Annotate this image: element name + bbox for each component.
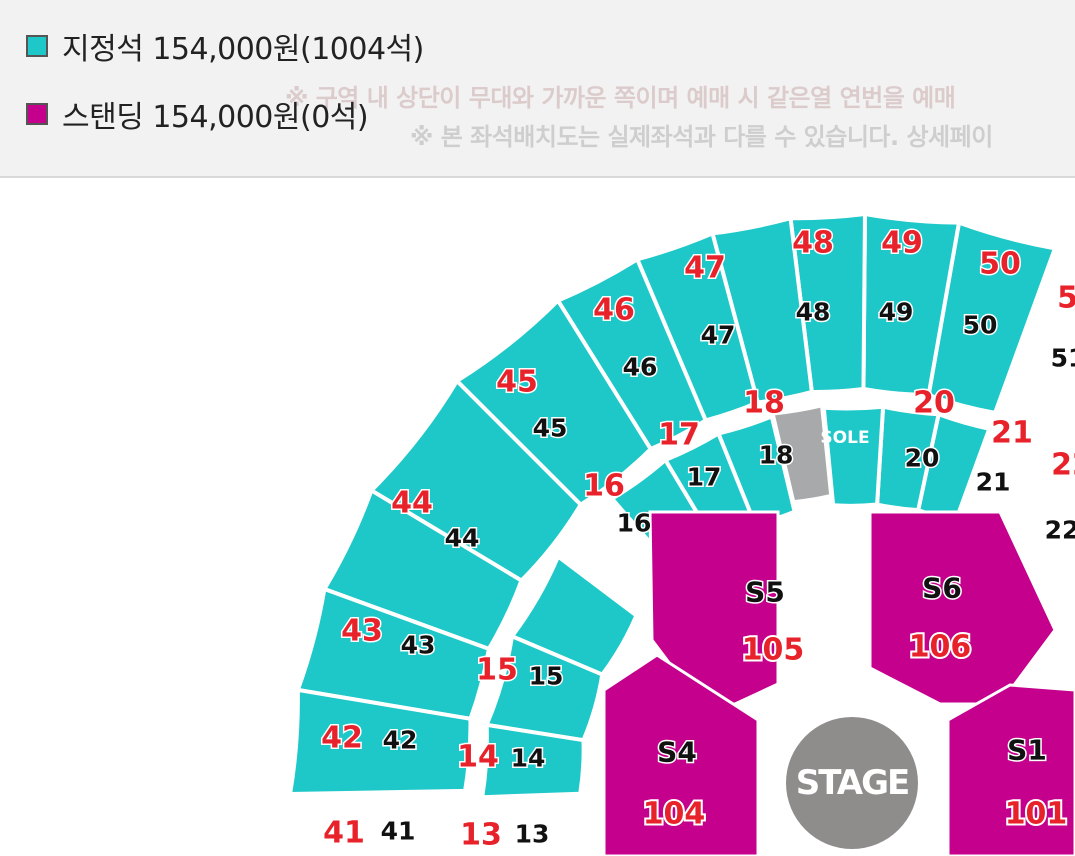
inner-section-label-14: 14 xyxy=(511,744,546,773)
inner-section-code-14: 14 xyxy=(457,740,499,775)
outer-section-label-43: 43 xyxy=(401,631,436,660)
outer-section-code-49: 49 xyxy=(881,226,923,261)
outer-section-label-47: 47 xyxy=(701,321,736,350)
outer-section-label-46: 46 xyxy=(623,353,658,382)
outer-section-label-41: 41 xyxy=(381,817,416,846)
inner-section-label-16: 16 xyxy=(617,509,652,538)
standing-name-s4: S4 xyxy=(657,736,697,769)
inner-section-code-22: 22 xyxy=(1051,448,1075,483)
standing-name-s1: S1 xyxy=(1007,734,1047,767)
legend-item-reserved[interactable]: 지정석 154,000원(1004석) xyxy=(26,24,424,68)
outer-section-label-44: 44 xyxy=(445,524,480,553)
outer-section-code-50: 50 xyxy=(979,247,1021,282)
standing-s1[interactable] xyxy=(946,683,1075,856)
inner-section-code-13: 13 xyxy=(460,818,502,853)
legend-reserved-label: 지정석 154,000원(1004석) xyxy=(62,32,424,67)
inner-section-label-20: 20 xyxy=(905,444,940,473)
inner-section-13[interactable] xyxy=(479,722,586,800)
standing-code-s5: 105 xyxy=(742,633,805,668)
standing-s6[interactable] xyxy=(868,510,1057,706)
stage-label: STAGE xyxy=(796,763,909,803)
console-label-line1: CON xyxy=(824,395,865,415)
stage xyxy=(786,717,918,849)
standing-name-s6: S6 xyxy=(922,572,962,605)
outer-section-code-43: 43 xyxy=(341,614,383,649)
notice-line-2: ※ 본 좌석배치도는 실제좌석과 다를 수 있습니다. 상세페이 xyxy=(410,123,993,151)
outer-section-code-44: 44 xyxy=(391,486,433,521)
inner-section-code-21: 21 xyxy=(991,416,1033,451)
inner-section-code-15: 15 xyxy=(476,653,518,688)
outer-section-code-48: 48 xyxy=(792,226,834,261)
outer-section-label-45: 45 xyxy=(533,414,568,443)
standing-code-s6: 106 xyxy=(909,630,972,665)
standing-name-s5: S5 xyxy=(745,576,785,609)
legend-standing-label: 스탠딩 154,000원(0석) xyxy=(62,100,369,135)
inner-section-code-16: 16 xyxy=(583,469,625,504)
outer-section-code-47: 47 xyxy=(684,251,726,286)
console-booth xyxy=(771,404,833,504)
standing-s4[interactable] xyxy=(602,653,760,856)
outer-section-label-48: 48 xyxy=(796,298,831,327)
inner-section-label-13: 13 xyxy=(515,820,550,849)
outer-section-41[interactable] xyxy=(287,687,473,796)
inner-section-code-20: 20 xyxy=(913,386,955,421)
inner-section-label-18: 18 xyxy=(759,441,794,470)
inner-section-label-15: 15 xyxy=(529,662,564,691)
legend-item-standing[interactable]: 스탠딩 154,000원(0석) xyxy=(26,92,369,136)
reserved-color-swatch xyxy=(26,35,48,57)
notice-line-1: ※ 구역 내 상단이 무대와 가까운 쪽이며 예매 시 같은열 연번을 예매 xyxy=(285,84,956,112)
console-label-line2: SOLE xyxy=(820,428,869,448)
outer-section-code-51: 51 xyxy=(1057,281,1075,316)
inner-section-label-21: 21 xyxy=(976,468,1011,497)
inner-section-code-18: 18 xyxy=(743,386,785,421)
standing-code-s4: 104 xyxy=(643,797,706,832)
standing-code-s1: 101 xyxy=(1005,797,1068,832)
outer-section-label-49: 49 xyxy=(879,298,914,327)
inner-section-code-17: 17 xyxy=(658,418,700,453)
outer-section-label-50: 50 xyxy=(963,311,998,340)
outer-section-label-51: 51 xyxy=(1051,344,1075,373)
outer-section-code-42: 42 xyxy=(321,721,363,756)
standing-color-swatch xyxy=(26,103,48,125)
inner-section-20[interactable] xyxy=(821,404,886,508)
seat-map: 51 51 50 50 49 49 48 48 47 47 46 46 45 45 44 44 43 43 42 42… xyxy=(0,178,1075,856)
outer-section-code-46: 46 xyxy=(593,293,635,328)
inner-section-label-17: 17 xyxy=(687,463,722,492)
price-legend: 지정석 154,000원(1004석) ※ 구역 내 상단이 무대와 가까운 쪽… xyxy=(0,0,1075,178)
inner-section-label-22: 22 xyxy=(1045,516,1075,545)
outer-section-code-41: 41 xyxy=(323,816,365,851)
outer-section-code-45: 45 xyxy=(496,365,538,400)
outer-section-label-42: 42 xyxy=(383,726,418,755)
